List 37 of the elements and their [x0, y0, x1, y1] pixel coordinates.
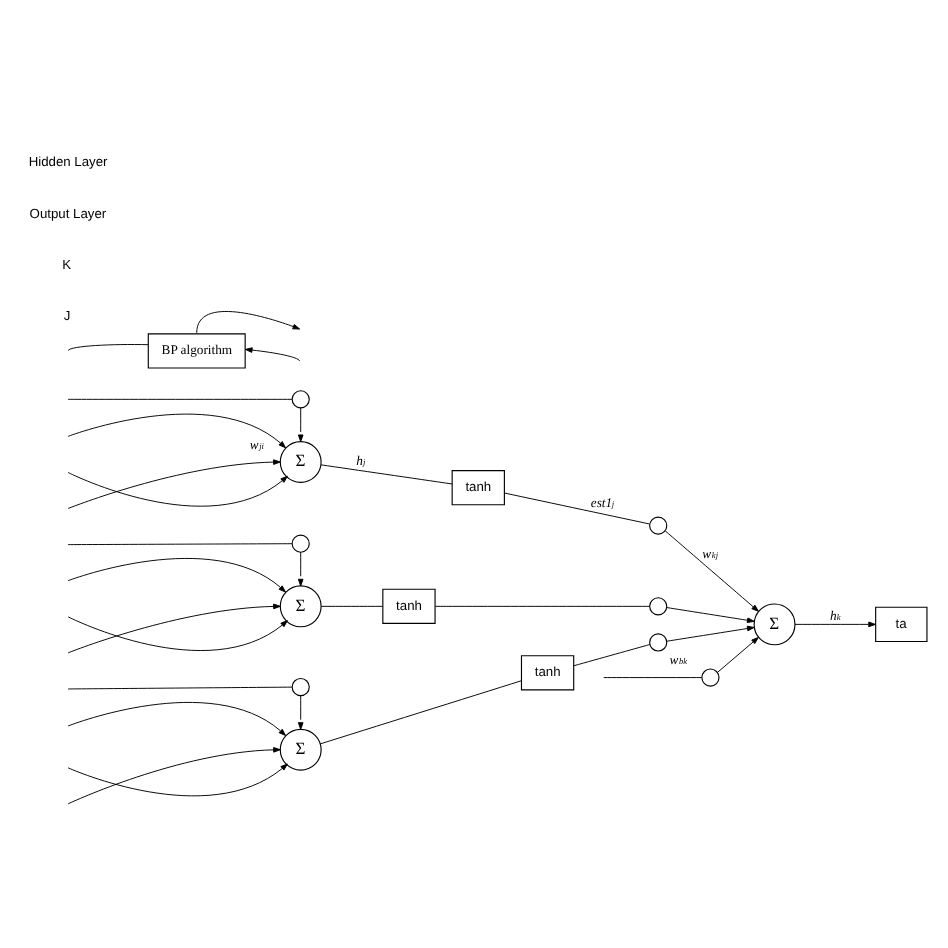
arrow	[67, 762, 288, 796]
arrow	[794, 620, 876, 627]
connector	[504, 491, 651, 524]
arrow	[196, 310, 301, 333]
connector	[320, 679, 522, 744]
node-circle	[701, 667, 720, 686]
node-circle	[291, 676, 310, 696]
node-circle	[649, 596, 668, 615]
arrow	[244, 346, 301, 361]
connector	[67, 397, 293, 399]
connector	[67, 685, 293, 689]
arrow	[67, 602, 281, 653]
node-circle	[649, 632, 668, 651]
connector	[320, 604, 384, 606]
connector	[320, 463, 453, 484]
arrow	[297, 550, 304, 586]
arrow	[67, 471, 288, 506]
arrow	[297, 406, 304, 442]
arrow	[67, 557, 286, 592]
node-circle	[291, 533, 310, 552]
arrow	[67, 458, 281, 508]
arrow	[717, 636, 759, 672]
connector	[434, 604, 650, 606]
arrow	[297, 694, 304, 729]
arrow	[67, 746, 281, 804]
arrow	[67, 412, 286, 448]
node-circle	[291, 389, 310, 408]
arrow	[67, 701, 286, 735]
node-circle	[649, 515, 668, 534]
arrow	[67, 615, 288, 650]
connector	[573, 643, 651, 666]
connector	[67, 542, 293, 545]
arrow	[664, 529, 759, 611]
arrow	[666, 624, 755, 641]
arrow	[666, 606, 755, 623]
connector	[67, 343, 149, 350]
connector	[603, 676, 703, 678]
